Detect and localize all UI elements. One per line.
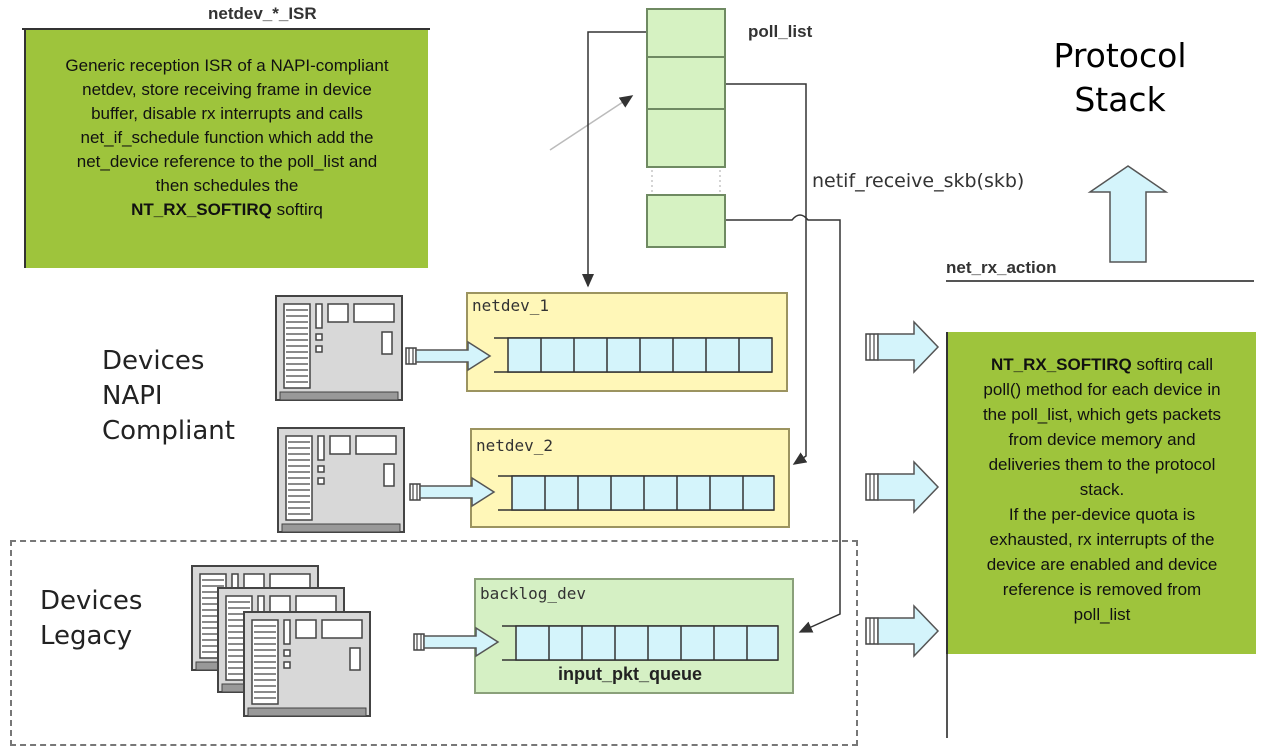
softirq-line: reference is removed from [1002, 580, 1202, 599]
legacy-device-3-icon [243, 611, 371, 717]
poll-to-netdev2-link [726, 83, 808, 465]
poll-list-gap [651, 170, 721, 192]
poll-list-label: poll_list [748, 22, 813, 41]
softirq-line: stack. [1079, 480, 1125, 499]
isr-softirq-name: NT_RX_SOFTIRQ [131, 200, 272, 219]
softirq-line: If the per-device quota is [1008, 505, 1196, 524]
legacy-region [10, 540, 858, 746]
isr-line: net_device reference to the poll_list an… [76, 152, 378, 171]
softirq-description-box: NT_RX_SOFTIRQ softirq call poll() method… [946, 332, 1256, 654]
softirq-line: deliveries them to the protocol [988, 455, 1216, 474]
softirq-first-line: NT_RX_SOFTIRQ softirq call [948, 352, 1256, 377]
protocol-stack-line: Protocol [1053, 36, 1187, 75]
softirq-line: from device memory and [1008, 430, 1196, 449]
poll-to-netdev1-link [582, 31, 646, 288]
napi-device-2-icon [277, 427, 405, 533]
netdev-1-label: netdev_1 [472, 296, 550, 315]
napi-label-line: Compliant [102, 416, 235, 446]
backlog-queue [502, 625, 779, 661]
isr-softirq-line: NT_RX_SOFTIRQ softirq [26, 198, 428, 222]
isr-title-underline [22, 28, 430, 30]
netdev-2-queue [498, 475, 775, 511]
protocol-stack-title: Protocol Stack [1040, 34, 1200, 122]
netif-receive-label: netif_receive_skb(skb) [812, 170, 1025, 192]
netdev-2-label: netdev_2 [476, 436, 554, 455]
backlog-dev-label: backlog_dev [480, 584, 586, 603]
softirq-line: exhausted, rx interrupts of the [989, 530, 1215, 549]
isr-softirq-tail: softirq [271, 200, 323, 219]
output-arrow-2-icon [865, 461, 939, 513]
output-arrow-1-icon [865, 321, 939, 373]
napi-devices-label: Devices NAPI Compliant [102, 344, 235, 449]
napi-label-line: NAPI [102, 381, 163, 411]
net-rx-action-label: net_rx_action [946, 258, 1057, 277]
legacy-label-line: Devices [40, 586, 143, 616]
softirq-line: device are enabled and device [986, 555, 1218, 574]
isr-line: netdev, store receiving frame in device [82, 80, 372, 99]
protocol-stack-up-arrow-icon [1087, 165, 1169, 263]
softirq-name: NT_RX_SOFTIRQ [991, 355, 1132, 374]
softirq-box-rule [946, 654, 948, 738]
legacy-label-line: Legacy [40, 621, 133, 651]
poll-list-entry [646, 194, 726, 248]
legacy-input-arrow-icon [413, 627, 499, 657]
input-pkt-queue-label: input_pkt_queue [558, 664, 703, 684]
output-arrow-3-icon [865, 605, 939, 657]
isr-line: Generic reception ISR of a NAPI-complian… [65, 56, 389, 75]
napi-1-input-arrow-icon [405, 341, 491, 371]
softirq-line: poll_list [1073, 605, 1131, 624]
isr-description-box: Generic reception ISR of a NAPI-complian… [24, 30, 428, 268]
napi-label-line: Devices [102, 346, 205, 376]
softirq-line: poll() method for each device in [983, 380, 1221, 399]
isr-to-poll-list-arrow [549, 95, 634, 151]
poll-to-backlog-link [726, 214, 841, 633]
isr-title: netdev_*_ISR [208, 4, 317, 23]
legacy-devices-label: Devices Legacy [40, 584, 142, 654]
napi-2-input-arrow-icon [409, 477, 495, 507]
poll-list-entry [646, 108, 726, 168]
net-rx-action-underline [946, 280, 1254, 282]
poll-list-entry [646, 56, 726, 110]
softirq-line: the poll_list, which gets packets [982, 405, 1222, 424]
isr-line: then schedules the [155, 176, 299, 195]
protocol-stack-line: Stack [1074, 80, 1166, 119]
isr-line: net_if_schedule function which add the [80, 128, 374, 147]
napi-device-1-icon [275, 295, 403, 401]
isr-line: buffer, disable rx interrupts and calls [91, 104, 363, 123]
netdev-1-queue [494, 337, 773, 373]
softirq-first-tail: softirq call [1131, 355, 1213, 374]
